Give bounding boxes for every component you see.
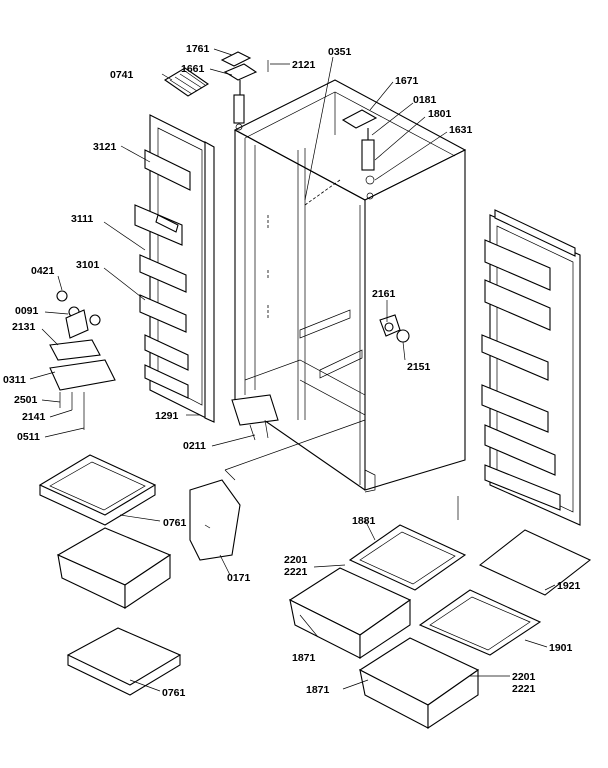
label-3111: 3111 bbox=[71, 213, 93, 225]
label-0181: 0181 bbox=[413, 94, 437, 106]
cabinet-body bbox=[233, 79, 467, 493]
label-0761-bottom: 0761 bbox=[162, 687, 186, 699]
label-0091: 0091 bbox=[15, 305, 39, 317]
label-0511: 0511 bbox=[17, 431, 40, 443]
label-2221-bottom: 2221 bbox=[512, 683, 536, 695]
label-0761-top: 0761 bbox=[163, 517, 187, 529]
label-2221-top: 2221 bbox=[284, 566, 308, 578]
fresh-food-door bbox=[481, 209, 581, 526]
label-1761: 1761 bbox=[186, 43, 210, 55]
label-1871-top: 1871 bbox=[292, 652, 316, 664]
label-0421: 0421 bbox=[31, 265, 55, 277]
label-1291: 1291 bbox=[155, 410, 179, 422]
label-0351: 0351 bbox=[328, 46, 352, 58]
label-1801: 1801 bbox=[428, 108, 452, 120]
grille-0741 bbox=[163, 67, 210, 97]
part-labels: 1761 1661 2121 0741 0351 1671 0181 1801 … bbox=[3, 43, 581, 699]
label-2151: 2151 bbox=[407, 361, 431, 373]
label-0311: 0311 bbox=[3, 374, 26, 386]
label-2201-top: 2201 bbox=[284, 554, 308, 566]
label-1631: 1631 bbox=[449, 124, 473, 136]
leader-lines bbox=[29, 48, 556, 692]
cover-0171 bbox=[189, 479, 241, 561]
bottom-parts bbox=[224, 314, 410, 481]
label-2121: 2121 bbox=[292, 59, 316, 71]
label-2131: 2131 bbox=[12, 321, 36, 333]
label-2141: 2141 bbox=[22, 411, 46, 423]
label-3101: 3101 bbox=[76, 259, 100, 271]
crispers bbox=[288, 524, 592, 730]
label-1671: 1671 bbox=[395, 75, 419, 87]
label-2501: 2501 bbox=[14, 394, 38, 406]
label-1871-bottom: 1871 bbox=[306, 684, 330, 696]
freezer-shelves bbox=[38, 454, 182, 696]
label-1921: 1921 bbox=[557, 580, 581, 592]
label-0171: 0171 bbox=[227, 572, 251, 584]
ice-parts bbox=[49, 290, 116, 430]
label-0211: 0211 bbox=[183, 440, 206, 452]
label-2201-bottom: 2201 bbox=[512, 671, 536, 683]
label-1881: 1881 bbox=[352, 515, 376, 527]
freezer-door bbox=[134, 114, 215, 423]
label-1661: 1661 bbox=[181, 63, 205, 75]
label-3121: 3121 bbox=[93, 141, 117, 153]
label-0741: 0741 bbox=[110, 69, 134, 81]
top-hinges bbox=[220, 51, 378, 200]
label-1901: 1901 bbox=[549, 642, 573, 654]
label-2161: 2161 bbox=[372, 288, 396, 300]
